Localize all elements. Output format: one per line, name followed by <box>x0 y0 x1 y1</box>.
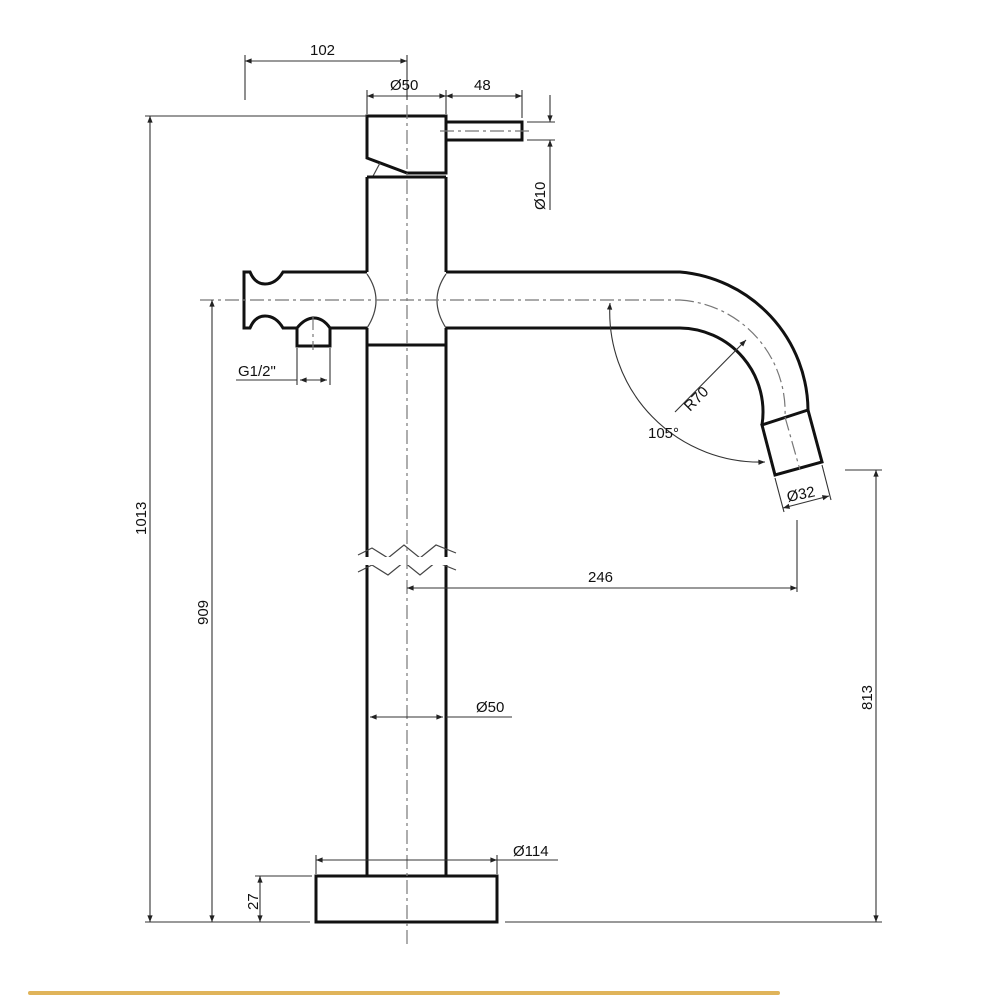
faucet-outline <box>242 114 824 924</box>
dim-base-height: 27 <box>245 893 262 910</box>
dim-handle-diameter: Ø50 <box>390 77 418 94</box>
dim-handle-offset: 102 <box>310 42 335 59</box>
dim-base-diameter: Ø114 <box>513 843 549 860</box>
dim-inlet-thread: G1/2" <box>238 363 276 380</box>
dim-bend-angle: 105° <box>648 425 679 442</box>
dim-overall-height: 1013 <box>133 502 150 535</box>
dim-spout-axis-height: 909 <box>195 600 212 625</box>
center-lines <box>200 105 801 945</box>
inlet-fitting <box>295 316 332 348</box>
dimension-labels: 102 Ø50 48 Ø10 G1/2" R70 105° Ø32 246 Ø5… <box>133 42 876 910</box>
handle-block <box>365 114 448 175</box>
dim-outlet-height: 813 <box>859 685 876 710</box>
dimension-lines <box>145 55 882 923</box>
dim-bend-radius: R70 <box>681 383 712 414</box>
spout-outer <box>446 270 810 411</box>
dim-body-diameter: Ø50 <box>476 699 504 716</box>
dim-lever-length: 48 <box>474 77 491 94</box>
dim-lever-diameter: Ø10 <box>532 182 549 210</box>
dim-spout-diameter: Ø32 <box>785 483 816 506</box>
spout-tip <box>760 408 824 477</box>
spout-inner <box>446 326 765 426</box>
footer-accent-line <box>28 991 780 995</box>
dim-spout-reach: 246 <box>588 569 613 586</box>
